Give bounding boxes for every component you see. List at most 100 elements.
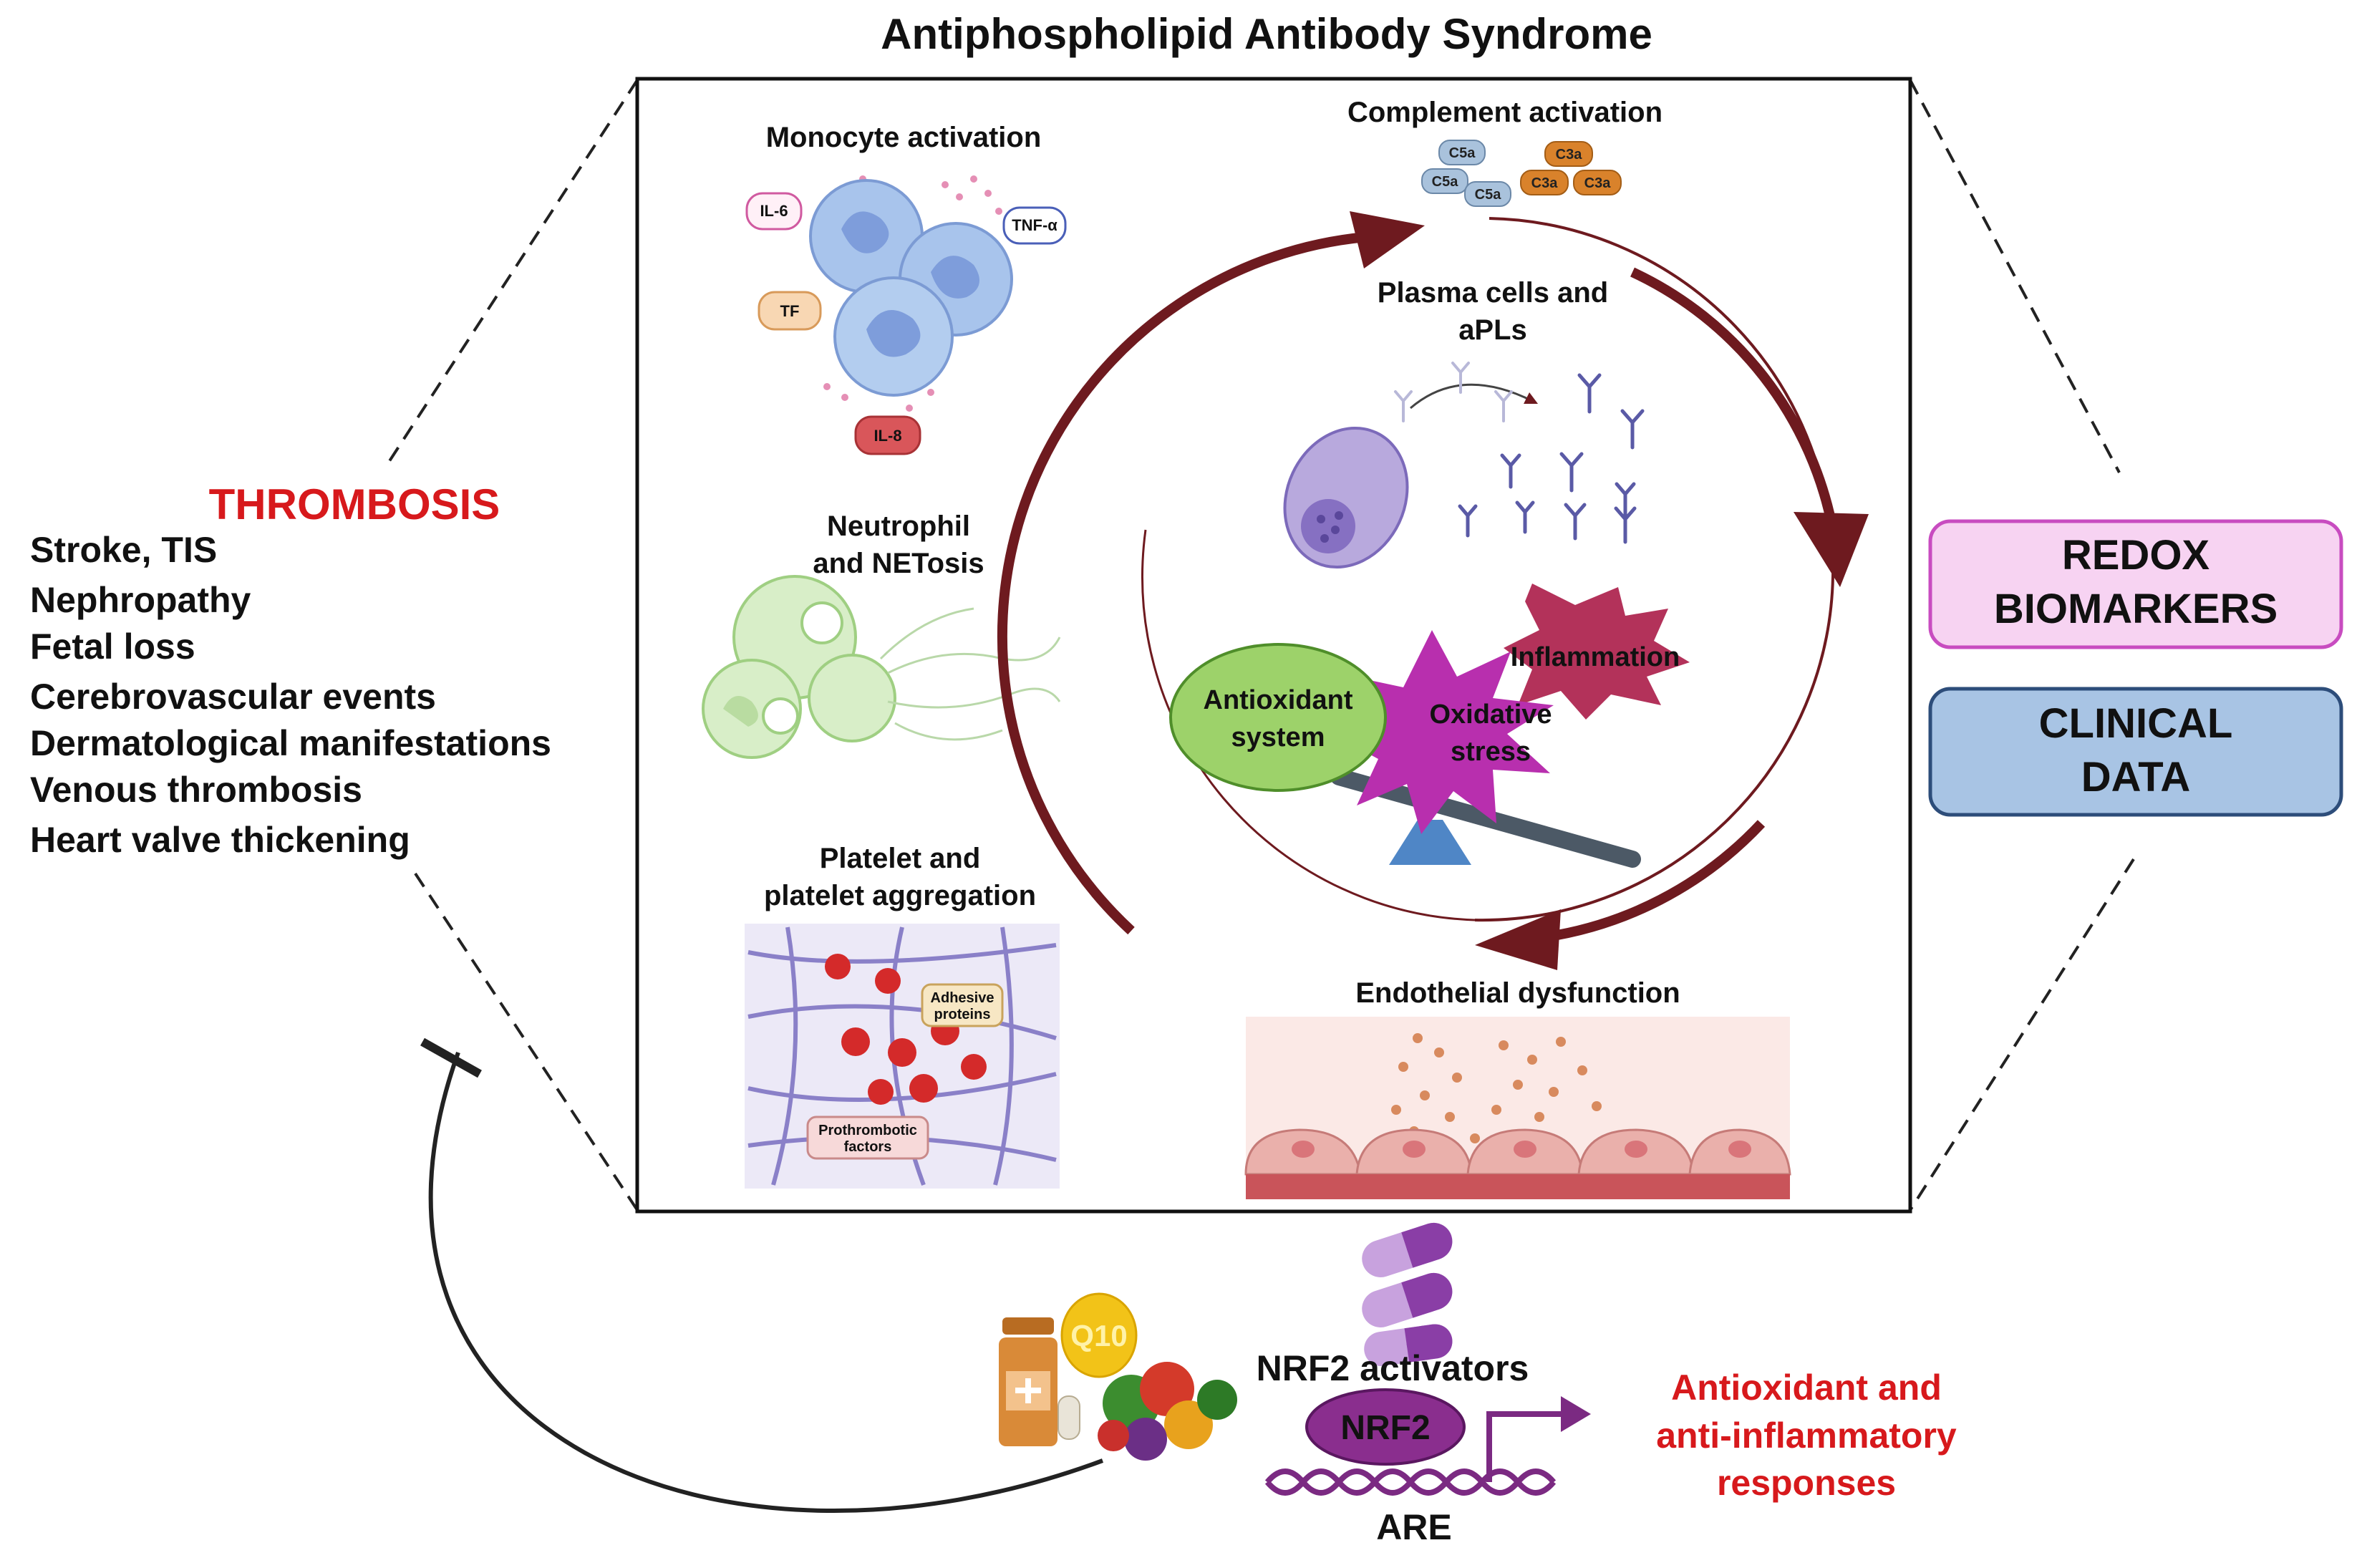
manifestation-item: Dermatological manifestations [30, 723, 551, 763]
tnf-badge: TNF-α [1002, 206, 1067, 245]
c5a-molecule: C5a [1438, 140, 1486, 165]
svg-text:Adhesive: Adhesive [931, 990, 994, 1006]
cycle-arrow-bottom [1539, 820, 1766, 943]
endothelial-label: Endothelial dysfunction [1355, 977, 1680, 1009]
cycle-arrow-right [1630, 267, 1838, 531]
prothrombotic-factors-tag: Prothrombotic factors [806, 1115, 929, 1160]
manifestation-item: Fetal loss [30, 626, 195, 667]
redox-label-line2: BIOMARKERS [1994, 586, 2278, 632]
svg-text:Antioxidant and: Antioxidant and [1671, 1368, 1942, 1408]
clinical-label-line1: CLINICAL [2039, 700, 2233, 747]
svg-text:IL-8: IL-8 [873, 427, 901, 445]
cycle-arrowhead [1350, 211, 1425, 268]
plasma-label-line1: Plasma cells and [1378, 277, 1608, 309]
nrf2-protein: NRF2 [1305, 1388, 1466, 1466]
il6-badge: IL-6 [745, 192, 803, 231]
svg-text:stress: stress [1451, 737, 1531, 767]
platelet-label-line2: platelet aggregation [764, 880, 1036, 911]
adhesive-proteins-tag: Adhesive proteins [921, 983, 1004, 1027]
svg-text:C3a: C3a [1556, 147, 1583, 163]
svg-text:C3a: C3a [1531, 175, 1559, 191]
manifestation-item: Stroke, TIS [30, 530, 217, 570]
neutrophil-cell [702, 575, 896, 759]
platelet-label-line1: Platelet and [820, 843, 981, 874]
endothelial-nuclei [1292, 1141, 1751, 1158]
platelet-aggregation-panel: Platelet and platelet aggregation Adhesi… [745, 843, 1060, 1189]
c3a-molecule: C3a [1544, 141, 1593, 167]
cycle-arrowhead [1794, 512, 1869, 587]
thrombosis-heading: THROMBOSIS [209, 480, 500, 528]
clinical-data-box: CLINICAL DATA [1928, 687, 2343, 817]
dashed-connector-lines [385, 79, 2135, 1211]
fruits-vegetables-icon [1098, 1362, 1237, 1461]
antibody-cluster [1458, 373, 1645, 544]
redox-balance-scale: Inflammation Oxidative stress Antioxidan… [1169, 584, 1690, 868]
monocyte-label: Monocyte activation [766, 122, 1042, 153]
supplements-icon [999, 1317, 1080, 1446]
svg-text:Prothrombotic: Prothrombotic [818, 1123, 917, 1138]
svg-text:Antioxidant: Antioxidant [1204, 685, 1353, 715]
c5a-molecule: C5a [1464, 181, 1511, 207]
diagram-title: Antiphospholipid Antibody Syndrome [881, 10, 1652, 58]
plasma-cell [1283, 426, 1409, 569]
c3a-molecule: C3a [1573, 170, 1622, 195]
q10-capsule: Q10 [1060, 1292, 1138, 1378]
antioxidant-system-ellipse: Antioxidant system [1169, 643, 1387, 792]
cycle-arrow-upper-left [997, 231, 1375, 935]
neutrophil-label-line2: and NETosis [813, 548, 984, 579]
svg-text:NRF2: NRF2 [1340, 1409, 1430, 1447]
scale-fulcrum [1389, 820, 1471, 865]
inhibition-feedback-arc [420, 1037, 1104, 1514]
are-label: ARE [1376, 1507, 1452, 1547]
c3a-molecule: C3a [1520, 170, 1569, 195]
svg-text:anti-inflammatory: anti-inflammatory [1656, 1415, 1957, 1456]
endothelial-particles [1391, 1033, 1602, 1143]
tf-badge: TF [758, 291, 822, 331]
redox-label-line1: REDOX [2062, 532, 2210, 579]
cycle-circle-thin [1474, 217, 1835, 922]
neutrophil-netosis-panel: Neutrophil and NETosis [702, 510, 1061, 759]
drug-capsules [1362, 1222, 1453, 1367]
inflammation-burst: Inflammation [1504, 584, 1690, 720]
pathogenic-cycle [997, 211, 1869, 970]
monocyte-activation-panel: Monocyte activation IL-6 TN [745, 122, 1067, 455]
endothelial-dysfunction-panel: Endothelial dysfunction [1244, 977, 1791, 1199]
svg-text:factors: factors [844, 1139, 892, 1155]
svg-text:C5a: C5a [1449, 145, 1476, 161]
svg-text:responses: responses [1717, 1463, 1896, 1503]
monocyte-cell [833, 276, 954, 397]
complement-label: Complement activation [1347, 97, 1663, 128]
svg-text:proteins: proteins [934, 1007, 991, 1022]
antibody-cluster-faint [1394, 362, 1513, 422]
plasma-cells-panel: Plasma cells and aPLs [1283, 277, 1645, 569]
svg-text:system: system [1231, 722, 1325, 752]
svg-text:IL-6: IL-6 [760, 202, 788, 220]
complement-activation-panel: Complement activation C5a C5a C5a C3a C3… [1347, 97, 1663, 207]
svg-text:Q10: Q10 [1070, 1319, 1127, 1352]
manifestation-item: Nephropathy [30, 580, 251, 620]
il8-badge: IL-8 [854, 415, 921, 455]
svg-text:C5a: C5a [1432, 174, 1459, 190]
cycle-arrowhead [1475, 909, 1561, 970]
svg-text:C3a: C3a [1584, 175, 1612, 191]
platelet-cluster [825, 954, 987, 1105]
svg-text:TNF-α: TNF-α [1012, 216, 1057, 234]
neutrophil-label-line1: Neutrophil [827, 510, 970, 542]
transcription-arrow [1486, 1396, 1591, 1482]
manifestation-item: Venous thrombosis [30, 770, 362, 810]
dna-helix [1264, 1468, 1557, 1496]
nrf2-activators-label: NRF2 activators [1257, 1348, 1529, 1388]
redox-biomarkers-box: REDOX BIOMARKERS [1928, 519, 2343, 649]
svg-text:TF: TF [780, 302, 800, 320]
manifestation-item: Heart valve thickening [30, 820, 410, 860]
thrombosis-panel: THROMBOSIS Stroke, TIS Nephropathy Fetal… [30, 480, 551, 860]
manifestation-item: Cerebrovascular events [30, 677, 436, 717]
svg-text:Inflammation: Inflammation [1511, 642, 1680, 672]
svg-text:Oxidative: Oxidative [1429, 700, 1552, 730]
c5a-molecule: C5a [1421, 168, 1468, 194]
secretion-arrow [1410, 383, 1539, 410]
oxidative-stress-burst: Oxidative stress [1332, 630, 1554, 834]
clinical-label-line2: DATA [2081, 754, 2190, 800]
response-text: Antioxidant and anti-inflammatory respon… [1656, 1368, 1957, 1503]
cytokine-dots [820, 175, 1002, 412]
